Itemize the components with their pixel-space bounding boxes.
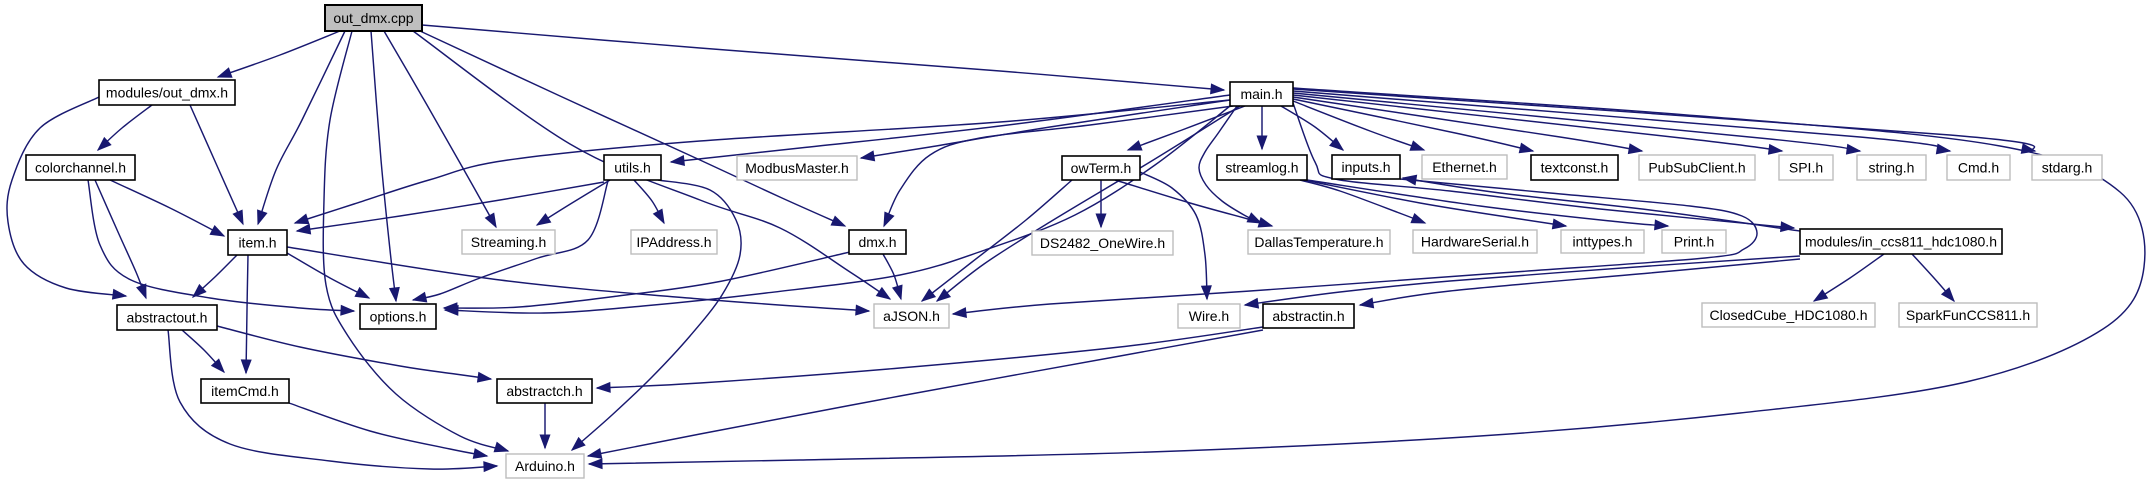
svg-text:dmx.h: dmx.h: [858, 234, 896, 250]
svg-text:Ethernet.h: Ethernet.h: [1432, 159, 1497, 175]
svg-text:ModbusMaster.h: ModbusMaster.h: [745, 160, 849, 176]
svg-text:options.h: options.h: [370, 309, 427, 325]
svg-text:abstractin.h: abstractin.h: [1272, 308, 1344, 324]
svg-text:abstractch.h: abstractch.h: [506, 383, 582, 399]
svg-text:utils.h: utils.h: [614, 160, 651, 176]
svg-text:colorchannel.h: colorchannel.h: [35, 160, 126, 176]
svg-text:Wire.h: Wire.h: [1189, 308, 1229, 324]
svg-text:IPAddress.h: IPAddress.h: [636, 234, 711, 250]
svg-text:inttypes.h: inttypes.h: [1573, 234, 1633, 250]
svg-text:SPI.h: SPI.h: [1789, 160, 1823, 176]
svg-text:itemCmd.h: itemCmd.h: [211, 383, 279, 399]
svg-text:SparkFunCCS811.h: SparkFunCCS811.h: [1906, 307, 2030, 323]
svg-text:main.h: main.h: [1240, 86, 1282, 102]
svg-text:streamlog.h: streamlog.h: [1225, 160, 1298, 176]
svg-text:PubSubClient.h: PubSubClient.h: [1648, 160, 1745, 176]
svg-text:owTerm.h: owTerm.h: [1071, 160, 1132, 176]
svg-text:Streaming.h: Streaming.h: [471, 234, 546, 250]
svg-text:textconst.h: textconst.h: [1541, 160, 1609, 176]
svg-text:Arduino.h: Arduino.h: [515, 458, 575, 474]
svg-text:modules/in_ccs811_hdc1080.h: modules/in_ccs811_hdc1080.h: [1805, 234, 1997, 250]
svg-text:abstractout.h: abstractout.h: [127, 310, 208, 326]
svg-text:DallasTemperature.h: DallasTemperature.h: [1254, 234, 1383, 250]
svg-text:item.h: item.h: [238, 235, 276, 251]
svg-text:HardwareSerial.h: HardwareSerial.h: [1421, 234, 1529, 250]
svg-text:Cmd.h: Cmd.h: [1958, 160, 1999, 176]
svg-text:ClosedCube_HDC1080.h: ClosedCube_HDC1080.h: [1710, 307, 1868, 323]
svg-text:modules/out_dmx.h: modules/out_dmx.h: [106, 85, 228, 101]
svg-text:string.h: string.h: [1869, 160, 1915, 176]
svg-text:Print.h: Print.h: [1674, 234, 1714, 250]
svg-text:stdarg.h: stdarg.h: [2042, 160, 2093, 176]
svg-text:out_dmx.cpp: out_dmx.cpp: [333, 10, 413, 26]
svg-text:inputs.h: inputs.h: [1341, 159, 1390, 175]
svg-text:aJSON.h: aJSON.h: [883, 308, 940, 324]
svg-text:DS2482_OneWire.h: DS2482_OneWire.h: [1040, 235, 1165, 251]
